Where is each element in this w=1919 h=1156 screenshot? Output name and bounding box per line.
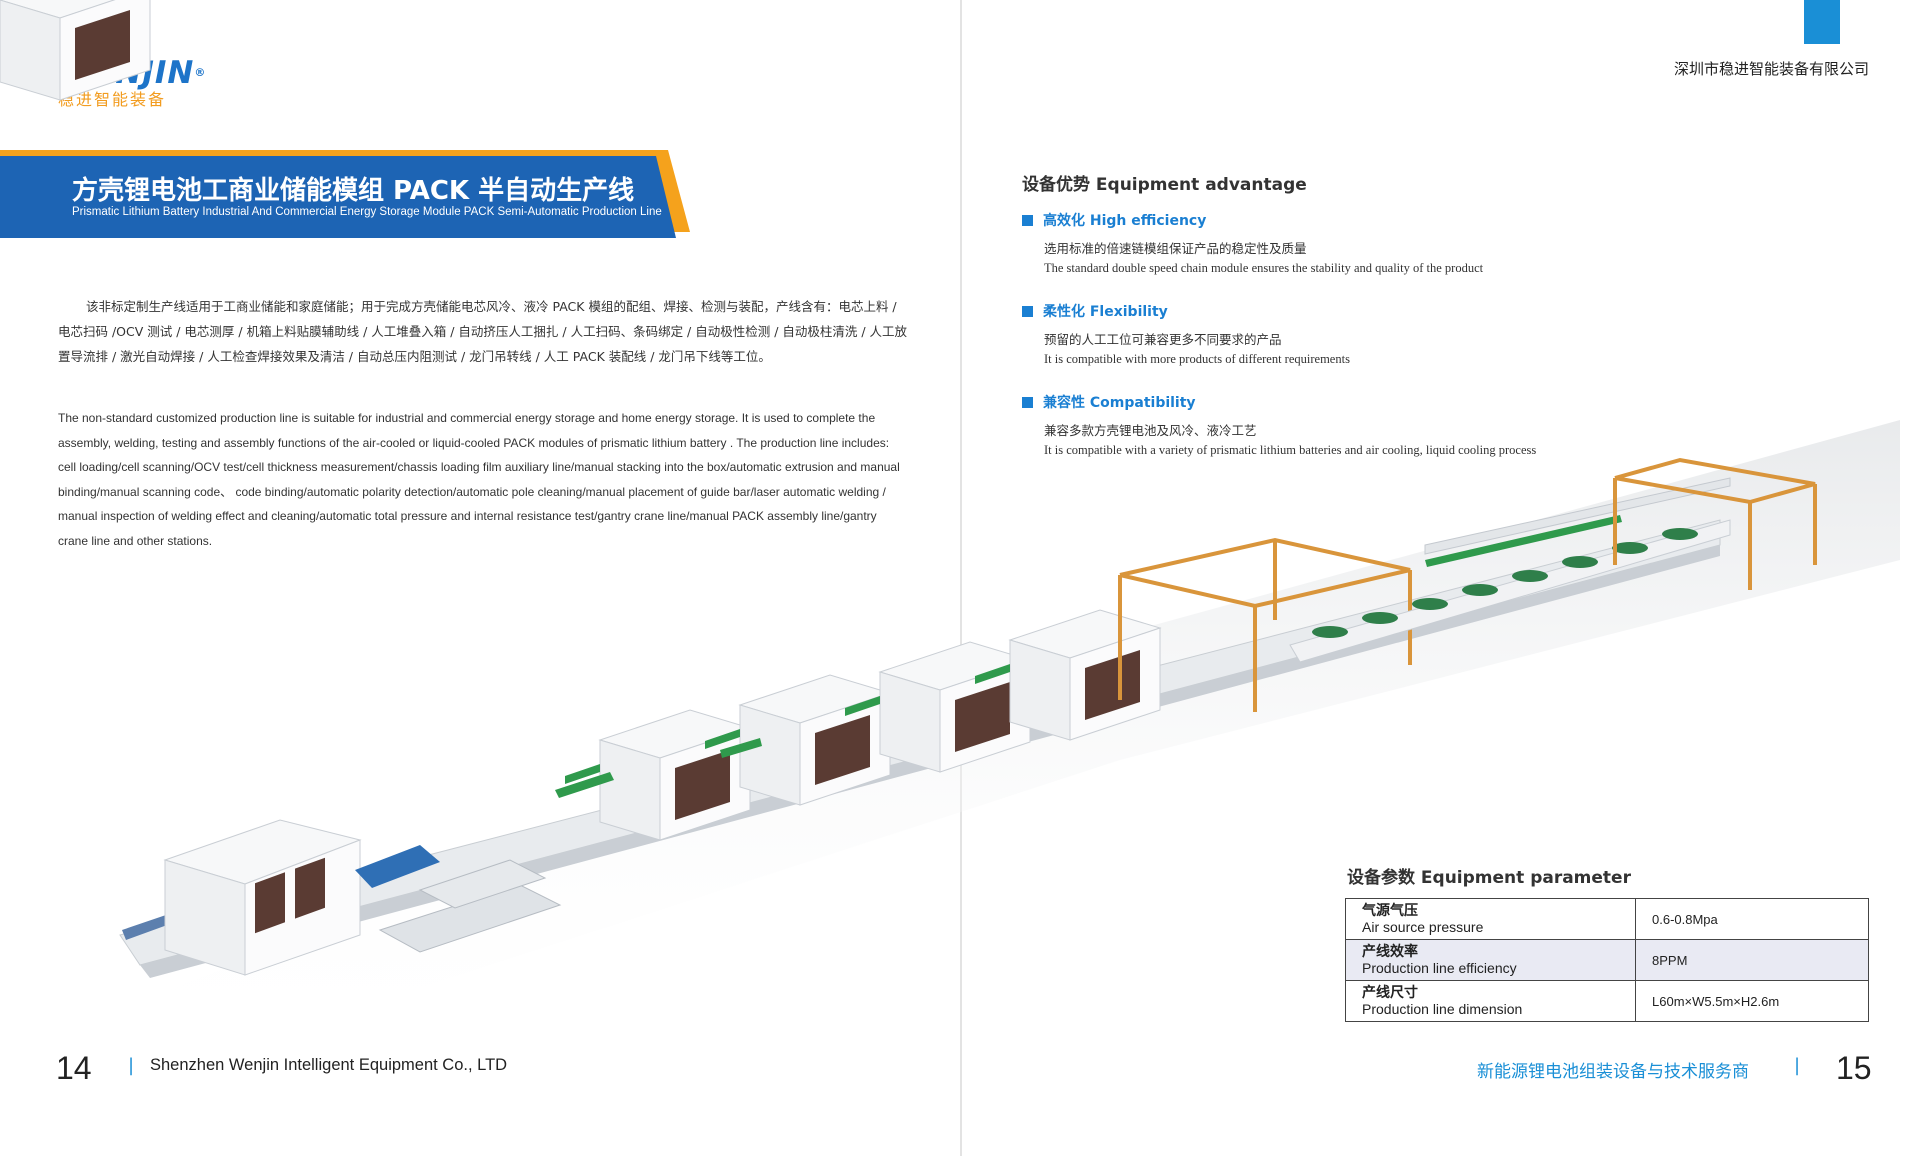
advantage-desc-cn: 选用标准的倍速链模组保证产品的稳定性及质量 xyxy=(1044,241,1307,256)
param-value-cell: L60m×W5.5m×H2.6m xyxy=(1635,980,1869,1022)
title-banner xyxy=(0,150,690,238)
advantage-desc-cn: 兼容多款方壳锂电池及风冷、液冷工艺 xyxy=(1044,423,1257,438)
book-spine xyxy=(960,0,962,1156)
description-english: The non-standard customized production l… xyxy=(58,411,900,548)
advantage-desc-cn: 预留的人工工位可兼容更多不同要求的产品 xyxy=(1044,332,1282,347)
advantage-item: 兼容性 Compatibility 兼容多款方壳锂电池及风冷、液冷工艺 It i… xyxy=(1022,392,1842,458)
footer-separator-left: | xyxy=(128,1055,135,1076)
advantage-title: 兼容性 Compatibility xyxy=(1043,395,1196,411)
advantage-heading: 设备优势 Equipment advantage xyxy=(1022,175,1307,195)
company-name-chinese: 深圳市稳进智能装备有限公司 xyxy=(1673,60,1869,78)
page-number-left: 14 xyxy=(56,1050,92,1086)
bullet-square-icon xyxy=(1022,397,1033,408)
description-chinese: 该非标定制生产线适用于工商业储能和家庭储能；用于完成方壳储能电芯风冷、液冷 PA… xyxy=(58,299,908,364)
footer-slogan: 新能源锂电池组装设备与技术服务商 xyxy=(1477,1062,1749,1082)
advantage-desc-en: It is compatible with more products of d… xyxy=(1044,352,1350,366)
page-number-right: 15 xyxy=(1836,1050,1872,1086)
advantage-item: 柔性化 Flexibility 预留的人工工位可兼容更多不同要求的产品 It i… xyxy=(1022,301,1842,367)
advantage-item: 高效化 High efficiency 选用标准的倍速链模组保证产品的稳定性及质… xyxy=(1022,210,1842,276)
parameter-heading: 设备参数 Equipment parameter xyxy=(1347,868,1631,888)
page-tab-marker xyxy=(1804,0,1840,44)
param-value-cell: 8PPM xyxy=(1635,939,1869,981)
bullet-square-icon xyxy=(1022,215,1033,226)
advantage-desc-en: The standard double speed chain module e… xyxy=(1044,261,1484,275)
advantage-desc-en: It is compatible with a variety of prism… xyxy=(1044,443,1537,457)
page-title: 方壳锂电池工商业储能模组 PACK 半自动生产线 xyxy=(72,176,635,206)
footer-company-name: Shenzhen Wenjin Intelligent Equipment Co… xyxy=(150,1056,508,1074)
page-subtitle: Prismatic Lithium Battery Industrial And… xyxy=(72,206,662,218)
param-value-cell: 0.6-0.8Mpa xyxy=(1635,898,1869,940)
advantage-title: 高效化 High efficiency xyxy=(1043,213,1207,229)
bullet-square-icon xyxy=(1022,306,1033,317)
advantage-title: 柔性化 Flexibility xyxy=(1043,304,1168,320)
footer-separator-right: | xyxy=(1794,1055,1801,1076)
logo-chinese: 稳进智能装备 xyxy=(58,90,167,109)
